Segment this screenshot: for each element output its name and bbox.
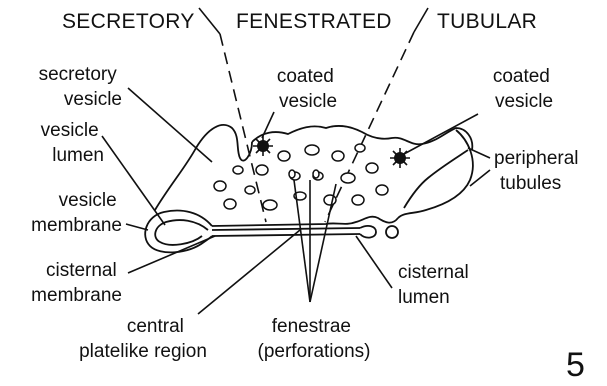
leader-vesicle-lumen [102,136,165,225]
leader-central-plate [198,230,300,314]
cisterna-bottom-edge [212,217,398,226]
fenestra [341,173,355,183]
fenestra [376,185,388,195]
leader-coated-vesicle-right [404,114,478,154]
fenestra [313,170,319,178]
coated-vesicle-left [253,136,273,156]
label-cisternal-membrane: cisternal membrane [31,260,122,306]
label-central-platelike-region: central platelike region [79,316,207,362]
leader-coated-vesicle-left [262,112,274,138]
fenestra [352,195,364,205]
vesicle-lumen-outline [155,220,208,245]
peripheral-tubule-inner [404,150,468,208]
fenestra [256,165,268,175]
label-vesicle-lumen: vesicle lumen [41,120,104,166]
header-tubular: TUBULAR [437,10,537,33]
label-cisternal-lumen: cisternal lumen [398,262,474,308]
peripheral-tubule-right [398,130,473,218]
fenestra [324,195,336,205]
separator-dashed-right [325,32,414,222]
fenestra [263,200,277,210]
fenestra [233,166,243,174]
label-coated-vesicle-left: coated vesicle [277,66,339,112]
fenestra [289,170,295,178]
header-fenestrated: FENESTRATED [236,10,392,33]
fenestra [332,151,344,161]
fenestra [305,145,319,155]
header-secretory: SECRETORY [62,10,195,33]
label-coated-vesicle-right: coated vesicle [493,66,555,112]
label-secretory-vesicle: secretory vesicle [39,64,122,110]
fenestra [278,151,290,161]
leader-cisternal-lumen [356,236,392,288]
fenestra [224,199,236,209]
label-vesicle-membrane: vesicle membrane [31,190,122,236]
fenestra [245,186,255,194]
leader-secretory-vesicle [128,88,212,162]
label-fenestrae: fenestrae (perforations) [258,316,371,362]
cisternal-lumen-end [360,226,376,238]
central-plate-line-bottom [212,234,360,236]
fenestrae-group [214,144,388,210]
leader-cisternal-membrane [128,236,215,273]
figure-number: 5 [566,346,585,384]
leader-vesicle-membrane [126,224,148,230]
central-plate-line-top [212,228,360,230]
leader-fenestrae-3 [310,184,336,302]
separator-solid-left [199,8,220,34]
coated-vesicle-right [390,148,410,168]
peripheral-tubule-end [386,226,398,238]
separator-dashed-left [220,34,266,222]
fenestra [214,181,226,191]
separator-solid-right [414,8,428,32]
fenestra [355,144,365,152]
label-peripheral-tubules: peripheral tubules [494,148,584,194]
fenestra [366,163,378,173]
